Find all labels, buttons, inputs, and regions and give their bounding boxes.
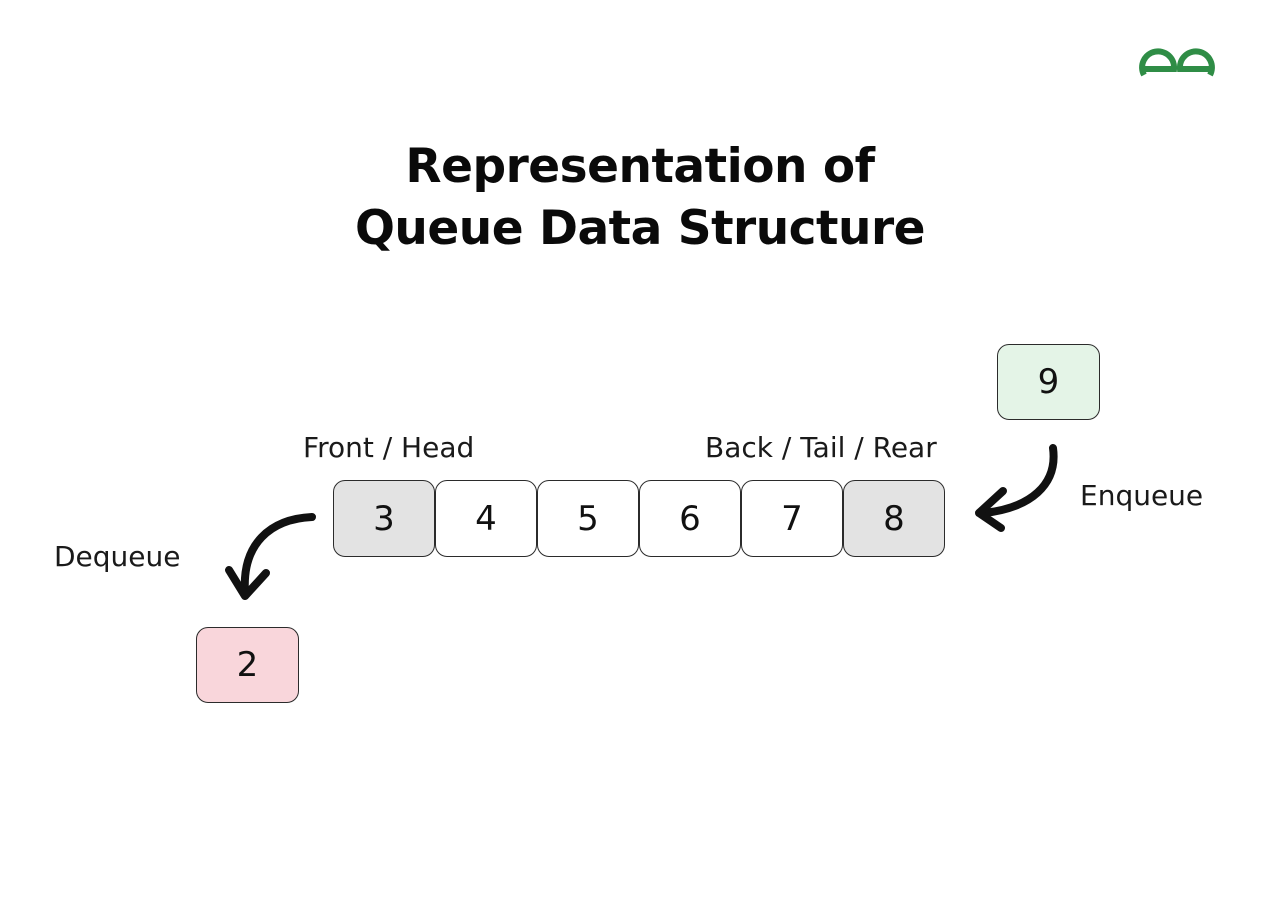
dequeue-item-value: 2 [236,645,259,685]
queue-cell: 4 [435,480,537,557]
title-line-1: Representation of [405,139,875,194]
back-tail-rear-label: Back / Tail / Rear [705,431,937,464]
queue-cell-value: 5 [577,498,599,539]
queue-cell: 5 [537,480,639,557]
dequeue-item-box: 2 [196,627,299,703]
dequeue-label: Dequeue [54,540,181,573]
queue-cell-value: 3 [373,498,395,539]
queue-cell: 7 [741,480,843,557]
queue-cell-value: 7 [781,498,803,539]
enqueue-item-box: 9 [997,344,1100,420]
enqueue-arrow-icon [975,444,1058,532]
queue-cell-value: 8 [883,498,905,539]
queue-cell-value: 4 [475,498,497,539]
dequeue-arrow-icon [225,513,316,600]
queue-row: 3 4 5 6 7 8 [333,480,945,557]
queue-cell-value: 6 [679,498,701,539]
title-line-2: Queue Data Structure [354,201,926,256]
geeksforgeeks-logo-icon [1139,48,1215,77]
queue-cell: 6 [639,480,741,557]
queue-cell-front: 3 [333,480,435,557]
diagram-title: Representation of Queue Data Structure [0,136,1280,260]
queue-cell-rear: 8 [843,480,945,557]
enqueue-item-value: 9 [1037,362,1060,402]
front-head-label: Front / Head [303,431,475,464]
enqueue-label: Enqueue [1080,479,1204,512]
